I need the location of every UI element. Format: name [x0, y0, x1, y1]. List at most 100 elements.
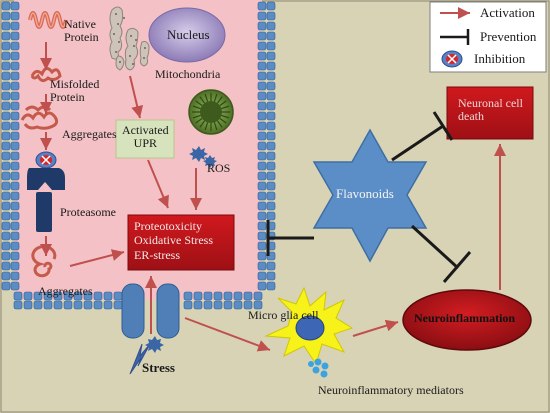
membrane-segment — [266, 71, 276, 81]
membrane-segment — [266, 191, 276, 201]
membrane-segment — [193, 291, 203, 301]
membrane-segment — [266, 161, 276, 171]
proteasome-label: Proteasome — [60, 205, 116, 219]
membrane-segment — [253, 300, 263, 310]
membrane-segment — [203, 300, 213, 310]
membrane-segment — [10, 101, 20, 111]
speckle — [132, 63, 134, 65]
membrane-segment — [10, 61, 20, 71]
membrane-segment — [1, 151, 11, 161]
crista — [195, 117, 203, 124]
membrane-segment — [257, 151, 267, 161]
membrane-segment — [1, 221, 11, 231]
activated-upr-label: Activated UPR — [122, 123, 169, 150]
membrane-segment — [1, 171, 11, 181]
speckle — [119, 61, 121, 63]
membrane-segment — [53, 300, 63, 310]
membrane-segment — [266, 171, 276, 181]
membrane-segment — [266, 1, 276, 11]
crista — [213, 122, 218, 131]
membrane-segment — [266, 21, 276, 31]
membrane-segment — [93, 300, 103, 310]
membrane-segment — [1, 261, 11, 271]
membrane-segment — [10, 91, 20, 101]
membrane-segment — [257, 21, 267, 31]
membrane-segment — [1, 41, 11, 51]
membrane-segment — [1, 11, 11, 21]
membrane-segment — [1, 121, 11, 131]
neuroinflammation-label: Neuroinflammation — [414, 311, 516, 325]
membrane-segment — [266, 111, 276, 121]
membrane-segment — [257, 141, 267, 151]
membrane-segment — [266, 101, 276, 111]
speckle — [113, 33, 115, 35]
mitochondria-label: Mitochondria — [155, 67, 221, 81]
membrane-segment — [1, 131, 11, 141]
misfolded-protein-label: Misfolded Protein — [50, 77, 100, 104]
legend-activation-label: Activation — [480, 5, 535, 20]
membrane-segment — [257, 231, 267, 241]
membrane-segment — [257, 271, 267, 281]
membrane-segment — [1, 51, 11, 61]
membrane-channel — [121, 283, 180, 339]
membrane-segment — [266, 141, 276, 151]
membrane-segment — [10, 141, 20, 151]
crista — [195, 100, 203, 107]
legend-inhibition-label: Inhibition — [474, 51, 526, 66]
membrane-segment — [63, 291, 73, 301]
ros-label: ROS — [207, 161, 231, 175]
membrane-segment — [10, 191, 20, 201]
mediators-label: Neuroinflammatory mediators — [318, 383, 464, 397]
membrane-segment — [1, 281, 11, 291]
membrane-segment — [266, 131, 276, 141]
membrane-segment — [10, 261, 20, 271]
aggregates-top-label: Aggregates — [62, 127, 117, 141]
crista — [199, 120, 206, 128]
membrane-segment — [257, 1, 267, 11]
membrane-segment — [10, 281, 20, 291]
membrane-segment — [253, 291, 263, 301]
membrane-segment — [233, 291, 243, 301]
crista — [204, 93, 209, 102]
membrane-segment — [257, 201, 267, 211]
membrane-segment — [257, 241, 267, 251]
membrane-segment — [10, 71, 20, 81]
membrane-segment — [257, 11, 267, 21]
membrane-segment — [73, 291, 83, 301]
speckle — [117, 23, 119, 25]
membrane-segment — [13, 291, 23, 301]
crista — [216, 120, 223, 128]
membrane-segment — [113, 300, 123, 310]
speckle — [123, 17, 125, 19]
membrane-segment — [266, 201, 276, 211]
membrane-segment — [1, 161, 11, 171]
crista — [216, 96, 223, 104]
membrane-segment — [1, 81, 11, 91]
activated-upr-box — [115, 119, 175, 159]
speckle — [129, 55, 131, 57]
membrane-segment — [53, 291, 63, 301]
crista — [192, 114, 201, 119]
membrane-segment — [33, 291, 43, 301]
activation-arrows — [40, 42, 506, 352]
membrane-segment — [10, 271, 20, 281]
membrane-segment — [223, 300, 233, 310]
membrane-segment — [243, 300, 253, 310]
membrane-segment — [113, 291, 123, 301]
neuronal-death-box — [446, 86, 534, 140]
membrane-segment — [10, 1, 20, 11]
membrane-segment — [266, 51, 276, 61]
membrane-segment — [83, 291, 93, 301]
mitochondrion-green-icon — [188, 89, 234, 135]
membrane-segment — [266, 81, 276, 91]
membrane-segment — [257, 211, 267, 221]
membrane-segment — [1, 191, 11, 201]
membrane-segment — [1, 271, 11, 281]
membrane-segment — [213, 300, 223, 310]
membrane-segment — [1, 101, 11, 111]
membrane-segment — [266, 31, 276, 41]
membrane-segment — [43, 300, 53, 310]
membrane-segment — [93, 291, 103, 301]
membrane-segment — [10, 11, 20, 21]
